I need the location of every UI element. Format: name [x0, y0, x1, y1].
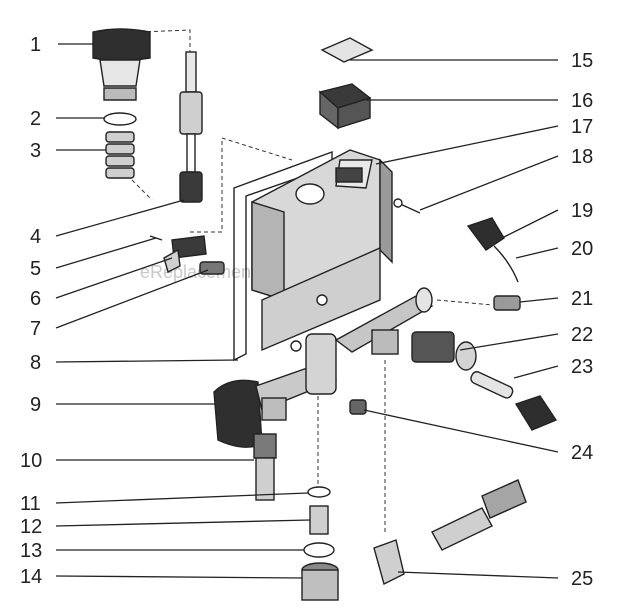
assembly-guides: [131, 29, 493, 535]
callout-25: 25: [571, 568, 593, 590]
callout-4: 4: [30, 226, 41, 248]
callout-19: 19: [571, 200, 593, 222]
part-10-fitting: [253, 433, 277, 501]
part-15-cover: [320, 37, 374, 63]
callout-numbers: 1 2 3 4 5 6 7 8 9 10 11 12 13 14 15 16 1…: [20, 34, 593, 590]
callout-9: 9: [30, 394, 41, 416]
callout-12: 12: [20, 516, 42, 538]
callout-5: 5: [30, 258, 41, 280]
part-24-plug: [349, 399, 367, 415]
callout-1: 1: [30, 34, 41, 56]
part-16-switch: [318, 83, 372, 130]
callout-16: 16: [571, 90, 593, 112]
part-21-fitting: [493, 295, 521, 311]
callout-3: 3: [30, 140, 41, 162]
part-9-handle: [213, 333, 337, 448]
part-4-rod: [179, 51, 203, 203]
callout-6: 6: [30, 288, 41, 310]
callout-11: 11: [20, 493, 41, 515]
callout-7: 7: [30, 318, 41, 340]
callout-14: 14: [20, 566, 42, 588]
part-6-switch: [163, 235, 207, 274]
part-2-oring: [103, 112, 137, 126]
part-22-valve: [411, 331, 477, 371]
part-18-screw: [393, 198, 421, 214]
leader-lines: [55, 43, 559, 579]
callout-15: 15: [571, 50, 593, 72]
part-1-knob: [92, 28, 151, 101]
part-13-washer: [303, 542, 335, 558]
part-23-filter: [470, 371, 558, 431]
callout-20: 20: [571, 238, 593, 260]
part-12-seat: [309, 505, 329, 535]
part-3-spring: [105, 131, 135, 179]
part-25-elbow: [373, 479, 527, 586]
callout-8: 8: [30, 352, 41, 374]
part-14-cap: [301, 562, 339, 601]
part-11-oring: [307, 486, 331, 498]
callout-22: 22: [571, 324, 593, 346]
callout-2: 2: [30, 108, 41, 130]
callout-18: 18: [571, 146, 593, 168]
part-20-cord: [493, 245, 519, 283]
callout-13: 13: [20, 540, 42, 562]
part-17-housing: [251, 149, 393, 352]
callout-23: 23: [571, 356, 593, 378]
callout-17: 17: [571, 116, 593, 138]
callout-24: 24: [571, 442, 593, 464]
manifold-right: [334, 287, 434, 355]
part-19-strain-relief: [466, 217, 505, 251]
callout-21: 21: [571, 288, 593, 310]
callout-10: 10: [20, 450, 42, 472]
